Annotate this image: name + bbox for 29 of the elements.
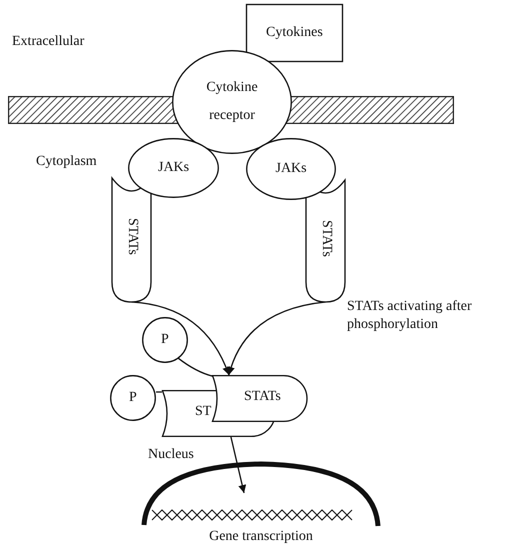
cytokine-box (246, 4, 343, 62)
arrow (230, 436, 246, 494)
kinase-ellipse (246, 138, 336, 200)
membrane-band (284, 96, 454, 124)
phosphate-circle (142, 317, 188, 363)
protein-dimer-drawing (162, 375, 307, 437)
nucleus-label: Nucleus (148, 446, 194, 464)
node-label: Cytokines (266, 24, 323, 42)
region-label: Cytoplasm (36, 154, 97, 170)
region-label: Extracellular (12, 34, 84, 50)
node-label: STATs (244, 388, 281, 406)
node-label: JAKs (158, 158, 190, 176)
arrow (227, 301, 326, 376)
node-label: P (129, 388, 137, 406)
kinase-ellipse (128, 138, 219, 198)
node-label: JAKs (276, 160, 307, 178)
node-label: STATs (318, 220, 335, 257)
node-label: ST (195, 403, 212, 421)
node-label: P (161, 330, 169, 348)
gene-label: Gene transcription (208, 528, 314, 546)
arrow (131, 301, 230, 376)
connector-line (177, 357, 213, 377)
node-label: Cytokine receptor (205, 79, 259, 125)
protein-tube (306, 180, 345, 302)
receptor-ellipse (172, 50, 292, 154)
phosphate-circle (110, 375, 156, 421)
connector-line (156, 391, 162, 393)
protein-tube (112, 178, 151, 302)
node-label: STATs (124, 218, 141, 255)
